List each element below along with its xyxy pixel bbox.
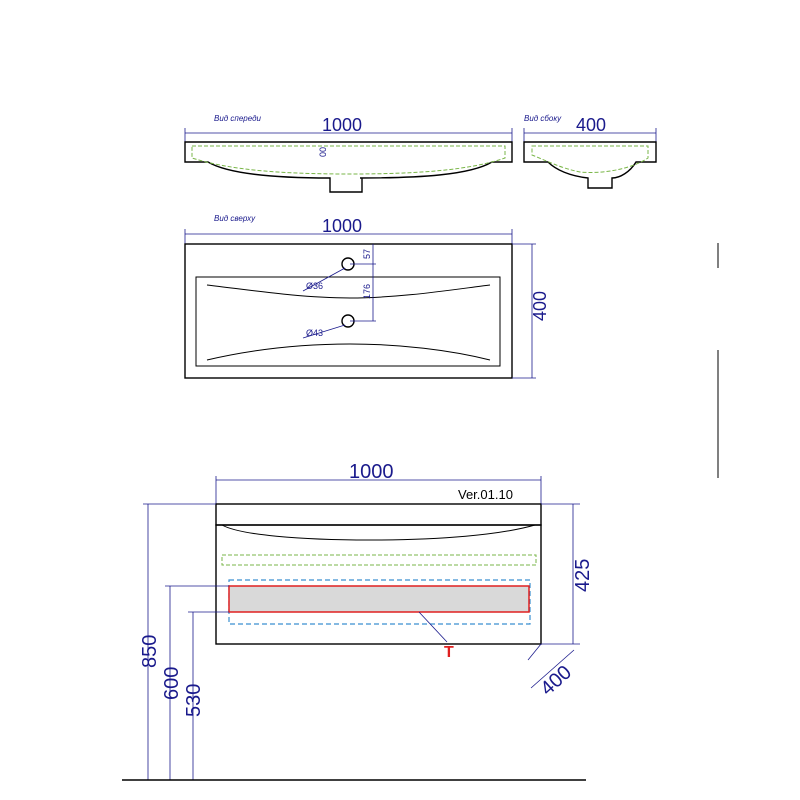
height-600-dimension: 600 [161,667,183,700]
marker-leader [418,611,448,643]
cabinet-height-dimension: 425 [572,559,594,592]
front-basin-outline [184,141,513,193]
assembly-depth-dim-line [530,649,575,689]
assembly-width-dimension: 1000 [349,461,394,483]
side-view: Вид сбоку 400 [523,114,657,189]
side-view-label: Вид сбоку [524,114,562,123]
offset-176: 176 [362,284,372,299]
assembly-basin-top [215,503,542,526]
assembly-depth-dimension: 400 [536,661,576,700]
side-hidden-inner [531,145,649,173]
top-bowl-outline [195,276,501,367]
front-view: Вид спереди 1000 00 [184,114,513,193]
front-view-label: Вид спереди [214,114,262,123]
height-850-dimension: 850 [139,635,161,668]
front-height-mark: 00 [318,147,328,157]
top-width-dimension: 1000 [322,216,362,236]
top-bowl-curve-lower [206,343,491,361]
hole1-leader [302,267,346,292]
top-depth-dimension: 400 [530,291,550,321]
top-view: Вид сверху 1000 Ø36 Ø43 57 176 400 [184,214,550,379]
version-label: Ver.01.10 [458,487,513,502]
marker-t: T [444,644,454,661]
front-hidden-inner [191,145,506,175]
side-basin-outline [523,141,657,189]
front-width-dimension: 1000 [322,115,362,135]
hidden-shelf-green [221,554,537,566]
side-depth-dimension: 400 [576,115,606,135]
height-530-dimension: 530 [183,684,205,717]
assembly-cabinet [215,524,542,645]
hole2-diameter: Ø43 [306,328,323,338]
offset-57: 57 [362,249,372,259]
top-bowl-curve-upper [206,284,491,299]
top-basin-outline [184,243,513,379]
assembly-basin-curve [221,524,536,541]
hole1-diameter: Ø36 [306,281,323,291]
assembly-view: 1000 Ver.01.10 T 425 400 850 600 530 [122,461,594,781]
drawer-highlight [228,585,530,613]
top-view-label: Вид сверху [214,214,256,223]
hole2-leader [302,324,346,339]
